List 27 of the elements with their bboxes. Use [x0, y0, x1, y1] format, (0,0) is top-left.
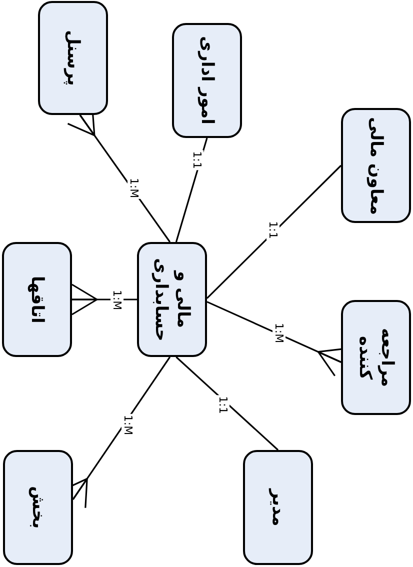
- cardinality-label: 1:1: [190, 150, 204, 170]
- entity-box: [341, 108, 411, 223]
- entity-box: [38, 1, 108, 115]
- entity-name: پرسنل: [62, 30, 84, 86]
- entity-name: امور اداری: [196, 36, 218, 125]
- cardinality-label: 1:M: [110, 288, 124, 312]
- cardinality-label: 1:1: [266, 220, 280, 240]
- cardinality-label: 1:M: [272, 322, 286, 344]
- relationship-line: [176, 356, 279, 451]
- entity-name: معاون مالی: [365, 116, 388, 214]
- relationship-line: [206, 164, 342, 299]
- entity-name: مالی و حسابداری: [150, 256, 194, 344]
- entity-box: [2, 242, 72, 357]
- entity-box: [172, 23, 242, 138]
- entity-name: بخش: [27, 486, 50, 529]
- entity-box: [137, 242, 207, 357]
- entity-name: مراجعه کننده: [354, 326, 398, 390]
- cardinality-label: 1:M: [122, 414, 134, 436]
- entity-box: [3, 450, 73, 565]
- relationship-line: [71, 284, 137, 316]
- entity-box: [341, 300, 411, 415]
- entity-box: [243, 450, 313, 565]
- entity-name: مدیر: [267, 488, 290, 526]
- relationship-line: [175, 138, 208, 242]
- entity-name: اتاقها: [26, 276, 48, 324]
- cardinality-label: 1:M: [128, 176, 140, 200]
- cardinality-label: 1:1: [216, 395, 230, 415]
